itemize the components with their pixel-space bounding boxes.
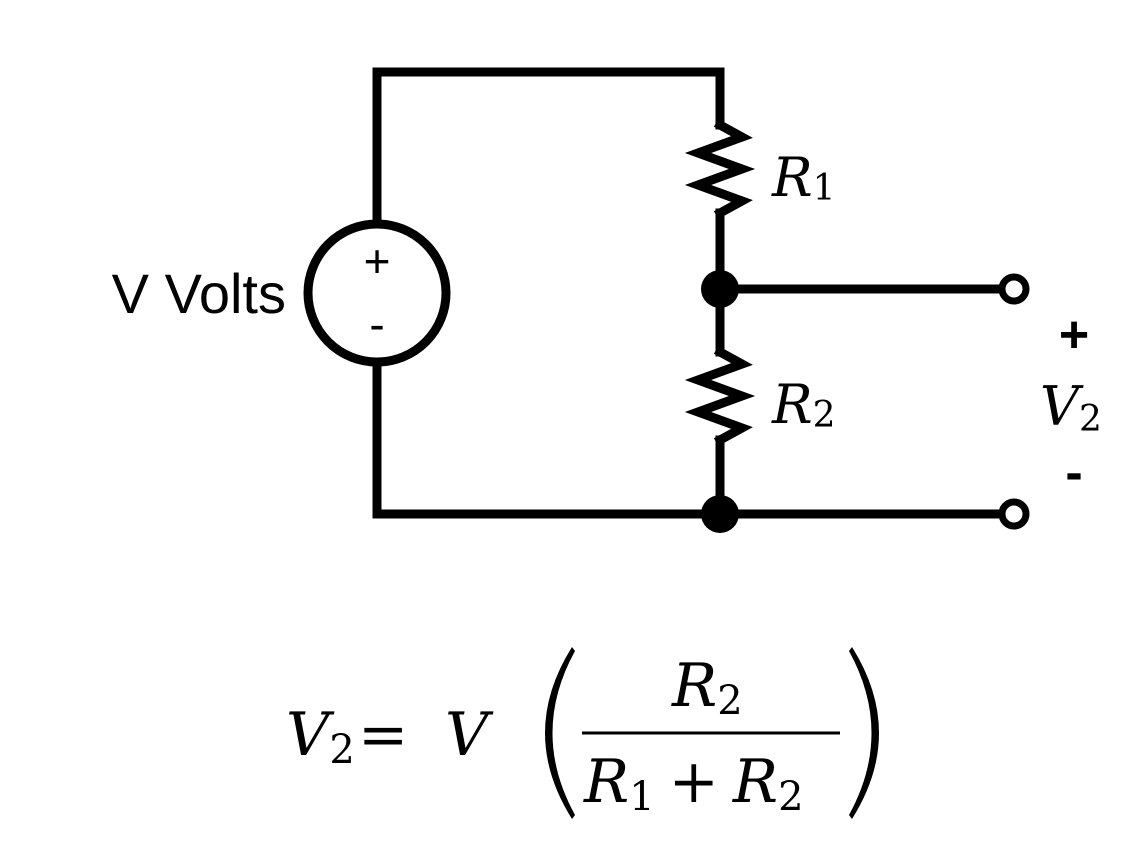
junction-dot-bottom xyxy=(701,495,739,533)
source-label: V Volts xyxy=(112,262,286,325)
output-terminal-bottom xyxy=(998,498,1030,530)
voltage-source xyxy=(303,219,451,367)
formula-lhs: V2 xyxy=(286,700,355,773)
output-voltage-label: V2 xyxy=(1040,375,1102,440)
formula-equals: = xyxy=(358,700,408,770)
formula-denominator: R1+R2 xyxy=(583,747,804,820)
formula-right-paren xyxy=(849,647,879,819)
wire-top xyxy=(372,67,725,225)
formula-numerator: R2 xyxy=(671,651,743,724)
output-plus-sign: + xyxy=(1059,306,1089,364)
circuit-wires xyxy=(372,67,1005,519)
formula-v: V xyxy=(445,700,494,770)
output-terminal-top xyxy=(998,273,1030,305)
source-minus-sign: - xyxy=(369,298,384,350)
resistor-r2-label: R2 xyxy=(771,373,836,436)
resistor-r1-label: R1 xyxy=(771,146,836,209)
junction-dot-middle xyxy=(701,270,739,308)
resistor-r1-zigzag xyxy=(684,118,756,220)
formula-left-paren xyxy=(545,647,575,819)
resistor-r2-zigzag xyxy=(684,345,756,447)
wire-bottom xyxy=(372,361,725,519)
source-plus-sign: + xyxy=(364,235,391,287)
voltage-divider-formula: V2 = V R2 R1+R2 xyxy=(286,647,879,820)
output-minus-sign: - xyxy=(1065,444,1082,502)
